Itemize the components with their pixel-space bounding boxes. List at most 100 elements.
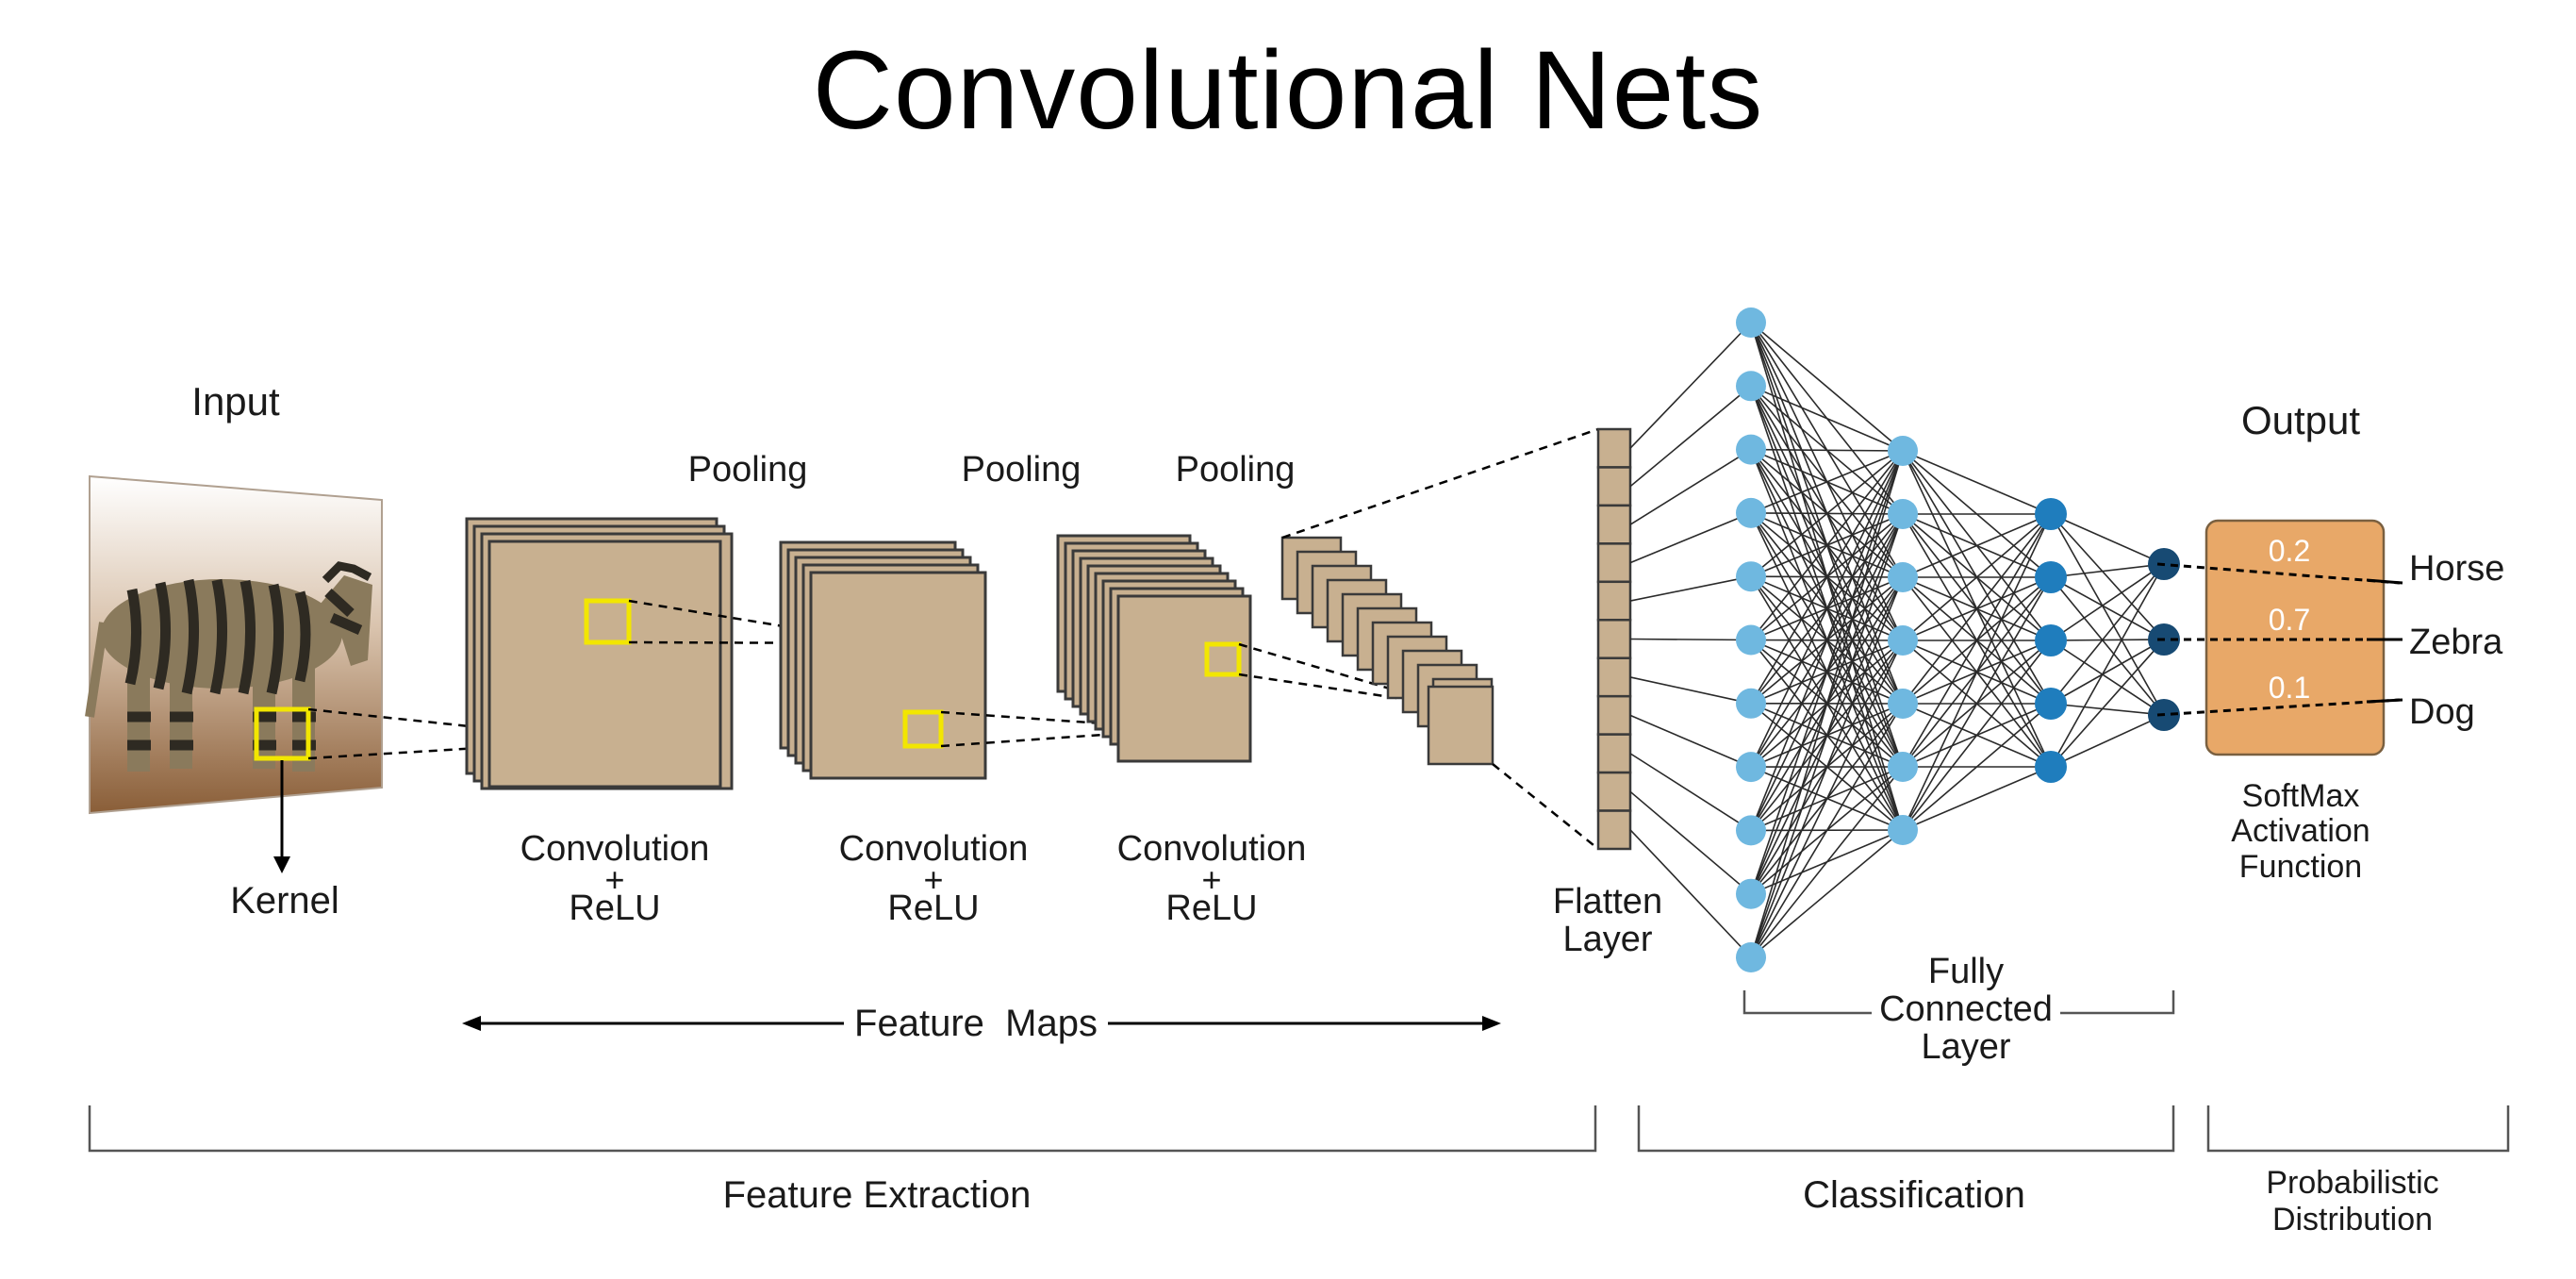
network-edge [1750,450,1904,514]
network-edge [1750,450,1904,768]
relu-label-3: ReLU [1165,889,1257,928]
network-edge [1629,512,1752,564]
pooling-label-1: Pooling [688,450,808,490]
fc-node-layer1 [1736,497,1766,528]
relu-label-2: ReLU [887,889,979,928]
network-edge [1750,829,1904,958]
conv-plus-2: + [923,860,943,899]
flatten-cell [1596,656,1632,698]
network-edge [2050,640,2165,716]
flatten-cell [1596,809,1632,851]
network-nodes [1736,307,2180,972]
output-class-2: Zebra [2409,623,2503,662]
fc-node-layer1 [1736,752,1766,783]
fc-node-layer2 [1888,625,1918,656]
network-edge [2050,513,2165,640]
input-label: Input [191,379,280,424]
fc-label-2: Connected [1879,989,2053,1029]
network-edge [1750,576,1904,958]
flatten-cell [1596,504,1632,545]
zebra-icon [85,561,372,772]
network-edge [1629,753,1752,832]
network-edge [1750,703,1904,958]
output-label: Output [2241,398,2360,442]
output-class-1: Horse [2409,549,2504,589]
section-brackets [88,1105,2510,1153]
fc-node-layer2 [1888,689,1918,719]
network-edge [1902,513,2052,768]
pooled-stack [1280,536,1494,766]
fc-node-layer3 [2035,498,2067,530]
fc-node-layer3 [2035,561,2067,593]
network-edge [1902,576,2052,831]
network-edge [2050,714,2165,768]
conv-label-1: Convolution [520,829,710,869]
network-edge [1902,640,2052,831]
network-edge [1902,450,2052,515]
network-edge [1750,385,1904,452]
fc-node-layer1 [1736,942,1766,972]
fc-node-layer1 [1736,434,1766,465]
output-value-1: 0.2 [2269,534,2310,568]
pooling-label-3: Pooling [1176,450,1296,490]
input-image [85,474,383,815]
fc-node-layer1 [1736,371,1766,402]
fc-node-layer1 [1736,878,1766,909]
network-edge [1629,575,1752,602]
network-edge [1629,448,1752,525]
fc-label-1: Fully [1928,952,2004,991]
network-edge [1902,513,2052,705]
fc-node-layer1 [1736,815,1766,846]
network-edge [1629,714,1752,768]
fc-node-layer3 [2035,751,2067,783]
fc-node-layer1 [1736,307,1766,338]
network-edge [1629,385,1752,488]
flatten-cell [1596,771,1632,812]
fc-node-layer2 [1888,752,1918,782]
page-title: Convolutional Nets [812,28,1764,153]
network-edge [1750,450,1904,641]
network-edge [2050,563,2165,578]
fc-node-layer2 [1888,815,1918,845]
network-edge [1750,448,1904,452]
feature-map-stack-1 [465,517,734,790]
softmax-label-2: Activation [2231,813,2370,849]
network-edge [2050,513,2165,716]
fc-node-layer2 [1888,436,1918,466]
network-edge [1902,513,2052,641]
flatten-cell [1596,619,1632,659]
feature-maps-label: Feature Maps [854,1003,1098,1044]
fc-node-layer2 [1888,499,1918,529]
flatten-label-2: Layer [1562,920,1652,959]
relu-label-1: ReLU [569,889,660,928]
fc-node-layer1 [1736,688,1766,719]
network-edge [2050,576,2165,640]
output-value-3: 0.1 [2269,671,2310,705]
network-edge [1629,676,1752,705]
flatten-cell [1596,580,1632,622]
conv-label-2: Convolution [839,829,1029,869]
network-edge [1750,322,1904,452]
classification-label: Classification [1803,1174,2025,1216]
network-edge [1750,640,1904,958]
kernel-box [254,706,311,761]
network-edge [1629,790,1752,895]
output-connectors [2156,562,2401,717]
network-edge [1750,450,1904,958]
network-edge [2050,639,2165,705]
softmax-label-3: Function [2239,849,2362,885]
network-edge [2050,639,2165,768]
network-edge [1629,322,1752,449]
softmax-label-1: SoftMax [2242,778,2360,814]
network-edge [1750,513,1904,958]
network-edge [2050,703,2165,716]
flatten-layer [1596,427,1632,851]
fc-node-layer3 [2035,624,2067,656]
network-edge [1750,450,1904,894]
fc-node-layer1 [1736,624,1766,656]
network-edge [2050,576,2165,716]
kernel-label: Kernel [230,880,339,922]
probabilistic-label-1: Probabilistic [2266,1165,2438,1201]
flatten-cell [1596,466,1632,507]
